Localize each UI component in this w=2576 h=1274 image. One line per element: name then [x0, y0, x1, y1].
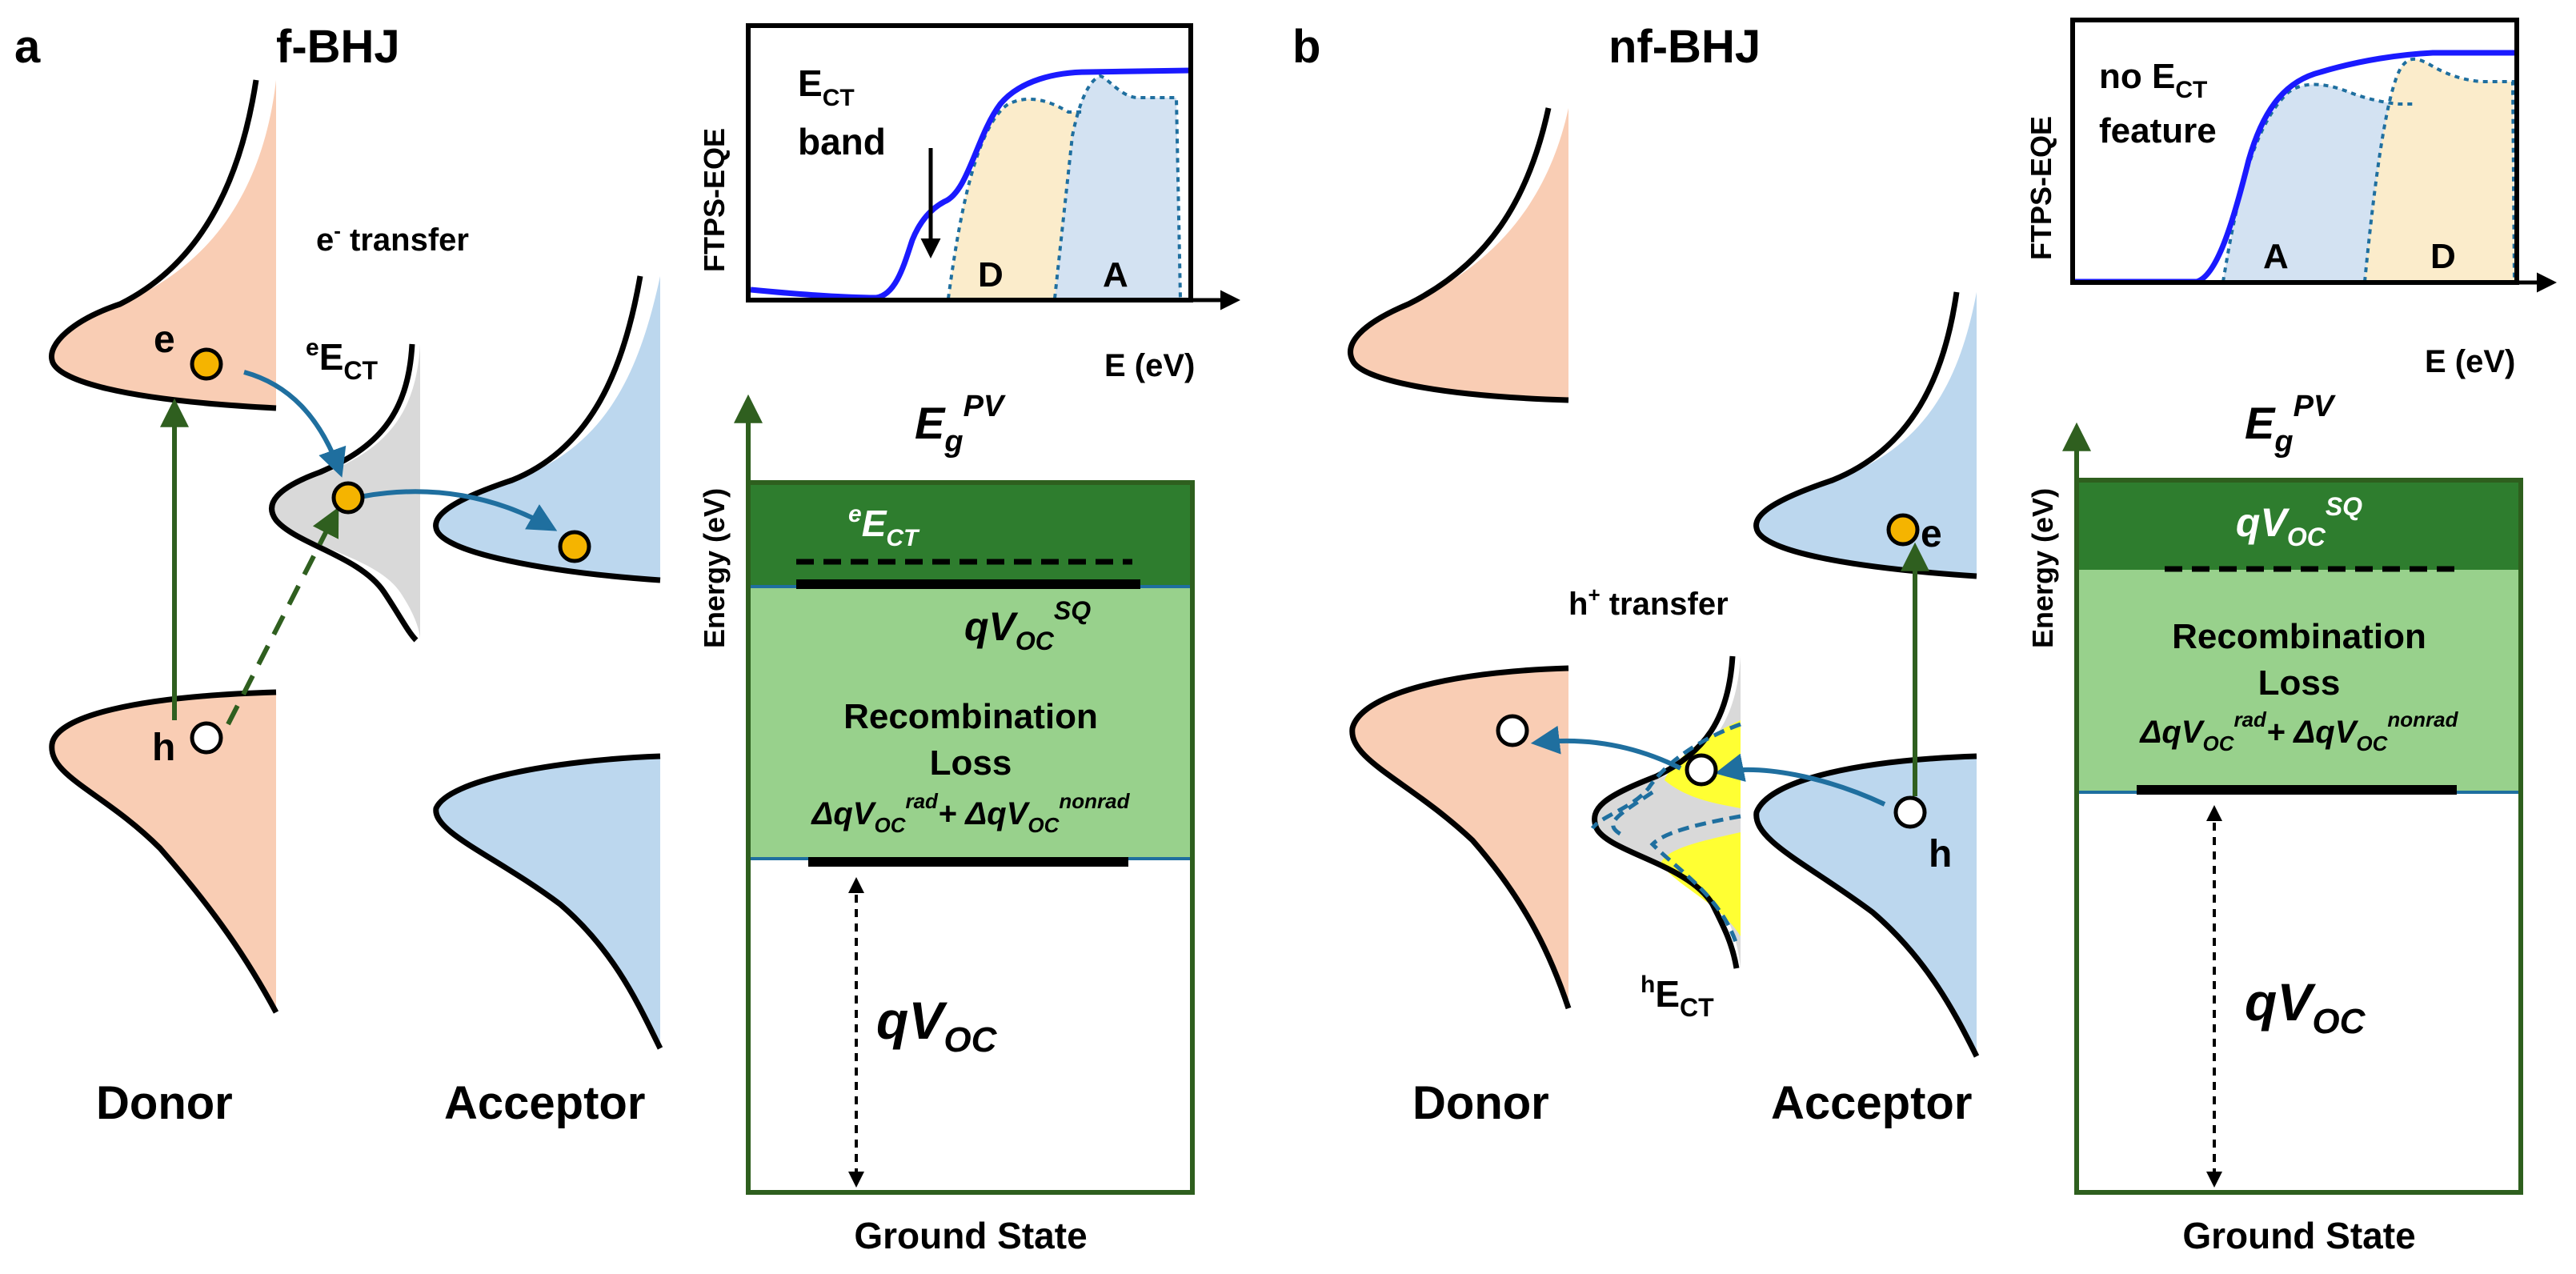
inset-b-note: no ECT	[2099, 57, 2207, 103]
hole-acceptor-b	[1893, 795, 1927, 829]
hole-transfer-arrow-1	[1714, 753, 1886, 807]
energy-frame	[746, 480, 1195, 1195]
inset-region-d	[948, 98, 1082, 298]
panel-b-ect-label: hECT	[1641, 972, 1714, 1022]
egpv-label-b: EgPV	[2245, 390, 2336, 459]
donor-lower-dos-b	[1352, 668, 1568, 1008]
sq-level-label: qVOCSQ	[964, 596, 1091, 655]
electron-acceptor	[558, 530, 591, 563]
panel-b-title: nf-BHJ	[1608, 21, 1761, 73]
inset-region-2-label: A	[1103, 255, 1128, 294]
egpv-band	[751, 483, 1191, 587]
recombination-label-2: Loss	[930, 743, 1012, 783]
egpv-band-b	[2079, 480, 2519, 570]
ground-state-label-b: Ground State	[2182, 1215, 2415, 1256]
electron-donor	[190, 347, 223, 381]
panel-b-acceptor-label: Acceptor	[1771, 1077, 1972, 1129]
egpv-label: EgPV	[915, 390, 1006, 459]
inset-region-a	[1055, 76, 1180, 298]
ground-state-label: Ground State	[854, 1215, 1087, 1256]
acceptor-upper-dos-b	[1756, 292, 1977, 576]
recombination-label-1: Recombination	[843, 697, 1098, 736]
recombination-region	[751, 587, 1191, 859]
ct-dashed-1	[1590, 722, 1741, 830]
inset-b-region-a	[2223, 84, 2413, 282]
electron-transfer-arrow-2	[363, 489, 558, 531]
inset-ftps-eqe-a: FTPS-EQE E (eV) ECT band D A	[698, 23, 1240, 383]
energy-diagram-a: Energy (eV) EgPV eECT qVOCSQ Recombinati…	[698, 390, 1195, 1256]
ct-excitation-arrow	[226, 507, 339, 726]
inset-region-1-label: D	[978, 255, 1004, 294]
recombination-label-2-b: Loss	[2258, 663, 2341, 703]
ct-dashed-2	[1649, 814, 1741, 945]
electron-label: e	[154, 318, 175, 361]
inset-ftps-eqe-b: FTPS-EQE E (eV) no ECT feature A D	[2025, 18, 2557, 379]
inset-note-line2: band	[798, 121, 886, 162]
energy-frame-b	[2074, 478, 2523, 1195]
panel-a-donor-label: Donor	[96, 1077, 233, 1129]
inset-b-note-line2: feature	[2099, 111, 2217, 150]
inset-b-xlabel: E (eV)	[2425, 344, 2515, 379]
inset-xlabel: E (eV)	[1104, 348, 1195, 383]
ct-state-outline	[269, 343, 419, 643]
donor-lower-outline	[49, 689, 279, 1014]
hole-label-b: h	[1929, 833, 1952, 875]
hole-donor	[190, 721, 223, 755]
energy-ylabel: Energy (eV)	[698, 488, 731, 648]
hole-donor-b	[1496, 714, 1529, 747]
electron-transfer-arrow-1	[243, 370, 347, 478]
ct-dashed-3	[1611, 790, 1654, 839]
panel-a-title: f-BHJ	[276, 21, 400, 73]
panel-b-letter: b	[1292, 21, 1320, 73]
panel-b-transfer-label: h+ transfer	[1568, 583, 1729, 622]
donor-upper-outline	[48, 79, 277, 411]
inset-b-region-1-label: A	[2263, 237, 2289, 276]
hole-ct-b	[1685, 753, 1718, 787]
acceptor-lower-outline-b	[1753, 753, 1980, 1058]
inset-ylabel: FTPS-EQE	[698, 128, 731, 272]
acceptor-lower-outline	[433, 753, 663, 1050]
inset-b-eqe-curve	[2075, 50, 2517, 285]
loss-formula: ΔqVOCrad+ ΔqVOCnonrad	[811, 789, 1131, 837]
electron-acceptor-b	[1886, 513, 1920, 547]
donor-upper-outline-b	[1348, 107, 1569, 403]
acceptor-lower-dos	[435, 756, 660, 1048]
donor-upper-dos-b	[1350, 108, 1568, 400]
energy-diagram-b: Energy (eV) EgPV qVOCSQ Recombination Lo…	[2026, 390, 2523, 1256]
voc-label: qVOC	[876, 991, 998, 1060]
electron-label-b: e	[1921, 513, 1942, 555]
panel-b: b nf-BHJ h+ transfer hECT Donor Acceptor	[1292, 18, 2557, 1256]
recombination-label-1-b: Recombination	[2172, 617, 2426, 656]
panel-a: a f-BHJ e- transfer eECT Donor Acceptor …	[14, 21, 1240, 1256]
energy-ylabel-b: Energy (eV)	[2026, 488, 2059, 648]
ct-state-dos-b	[1594, 656, 1741, 968]
electron-ct	[331, 481, 365, 515]
acceptor-upper-outline-b	[1753, 291, 1977, 579]
inset-region-a-edge	[1053, 74, 1182, 299]
acceptor-upper-dos	[435, 276, 660, 580]
inset-b-region-d-edge	[2363, 57, 2516, 282]
inset-note: ECT	[798, 62, 855, 111]
inset-b-ylabel: FTPS-EQE	[2025, 116, 2057, 260]
inset-b-region-a-edge	[2221, 82, 2413, 282]
ct-yellow-lower	[1661, 832, 1741, 936]
panel-a-letter: a	[14, 21, 41, 73]
sq-level-label-b: qVOCSQ	[2236, 492, 2362, 551]
inset-b-region-d	[2365, 58, 2514, 282]
acceptor-upper-outline	[433, 275, 661, 583]
panel-a-ect-label: eECT	[306, 335, 378, 385]
inset-b-region-2-label: D	[2430, 237, 2456, 276]
panel-a-transfer-label: e- transfer	[316, 218, 469, 258]
donor-upper-dos	[51, 80, 276, 408]
hole-transfer-arrow-2	[1530, 725, 1682, 771]
recombination-region-b	[2079, 570, 2519, 792]
hole-label: h	[152, 727, 175, 769]
ect-level-label: eECT	[848, 501, 920, 551]
donor-lower-outline-b	[1349, 665, 1572, 1010]
voc-label-b: qVOC	[2245, 972, 2366, 1041]
panel-b-donor-label: Donor	[1412, 1077, 1549, 1129]
panel-a-acceptor-label: Acceptor	[444, 1077, 645, 1129]
loss-formula-b: ΔqVOCrad+ ΔqVOCnonrad	[2139, 707, 2459, 755]
